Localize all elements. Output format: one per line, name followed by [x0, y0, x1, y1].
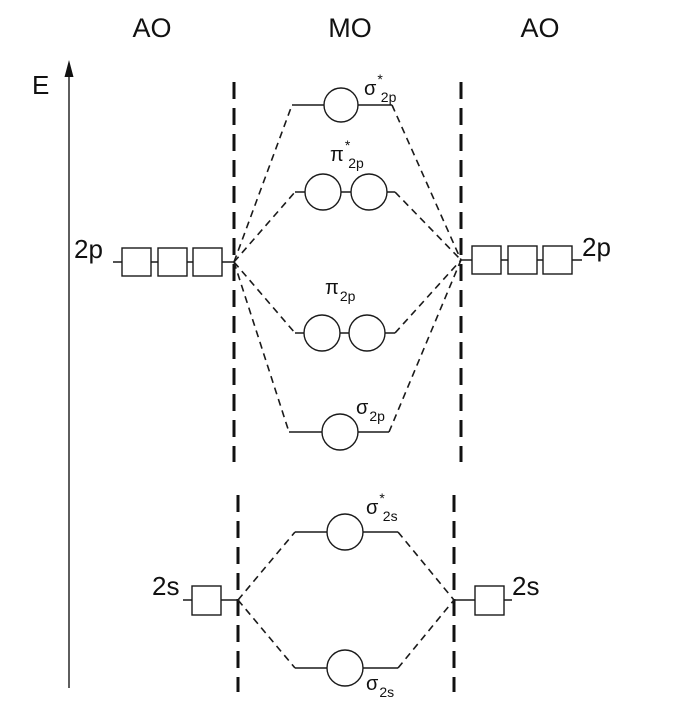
ao-right-2p-box [542, 245, 573, 275]
ao-right-2p-box [471, 245, 502, 275]
ao-right-2p-label: 2p [582, 232, 611, 262]
mo-label-sigma-2p: σ2p [356, 397, 385, 424]
mo-orbital-circle [326, 649, 364, 687]
ao-right-2s-label: 2s [512, 571, 539, 601]
correlation-line [394, 191, 462, 261]
correlation-line [391, 104, 462, 261]
ao-left-2p-box [121, 247, 152, 277]
header-mo: MO [328, 13, 372, 43]
energy-axis-label: E [32, 70, 49, 100]
mo-sigma-2p: σ2p [289, 397, 389, 451]
header-ao-right: AO [520, 13, 559, 43]
mo-pi-star-2p: π*2p [295, 137, 395, 211]
ao-right-2p-box [507, 245, 538, 275]
mo-orbital-circle [304, 173, 342, 211]
correlation-line [233, 261, 290, 433]
mo-sigma-star-2s: σ*2s [295, 490, 398, 551]
mo-sigma-star-2p: σ*2p [292, 71, 397, 123]
column-dividers [232, 82, 463, 692]
correlation-line [233, 191, 296, 263]
mo-orbital-circle [326, 513, 364, 551]
header-ao-left: AO [132, 13, 171, 43]
mo-orbital-circle [323, 87, 359, 123]
mo-label-pi-star-2p: π*2p [330, 137, 364, 171]
ao-right-2s: 2s [454, 571, 539, 616]
mo-pi-2p: π2p [295, 277, 395, 352]
correlation-line [394, 259, 462, 334]
ao-left-2s: 2s [152, 571, 238, 616]
ao-left-2s-label: 2s [152, 571, 179, 601]
correlation-lines-2s [237, 531, 455, 669]
mo-orbital-circle [350, 173, 388, 211]
ao-right-2s-box [474, 585, 505, 616]
mo-orbital-circle [348, 314, 386, 352]
mo-label-sigma-star-2s: σ*2s [366, 490, 398, 524]
ao-left-2p: 2p [74, 234, 234, 277]
correlation-line [237, 599, 296, 669]
correlation-line [397, 599, 455, 669]
mo-label-sigma-star-2p: σ*2p [364, 71, 397, 105]
energy-axis: E [32, 60, 74, 688]
mo-orbital-circle [321, 413, 359, 451]
ao-left-2p-box [192, 247, 223, 277]
mo-orbital-circle [303, 314, 341, 352]
correlation-line [237, 531, 296, 601]
mo-sigma-2s: σ2s [295, 649, 398, 700]
correlation-line [397, 531, 455, 601]
correlation-line [388, 259, 462, 433]
correlation-line [233, 104, 293, 263]
energy-axis-arrowhead [64, 60, 74, 77]
ao-right-2p: 2p [461, 232, 611, 275]
correlation-line [233, 261, 296, 334]
ao-left-2p-label: 2p [74, 234, 103, 264]
correlation-lines-2p [233, 104, 462, 433]
ao-left-2s-box [191, 585, 222, 616]
mo-label-pi-2p: π2p [325, 277, 356, 304]
ao-left-2p-box [157, 247, 188, 277]
mo-label-sigma-2s: σ2s [366, 673, 394, 700]
